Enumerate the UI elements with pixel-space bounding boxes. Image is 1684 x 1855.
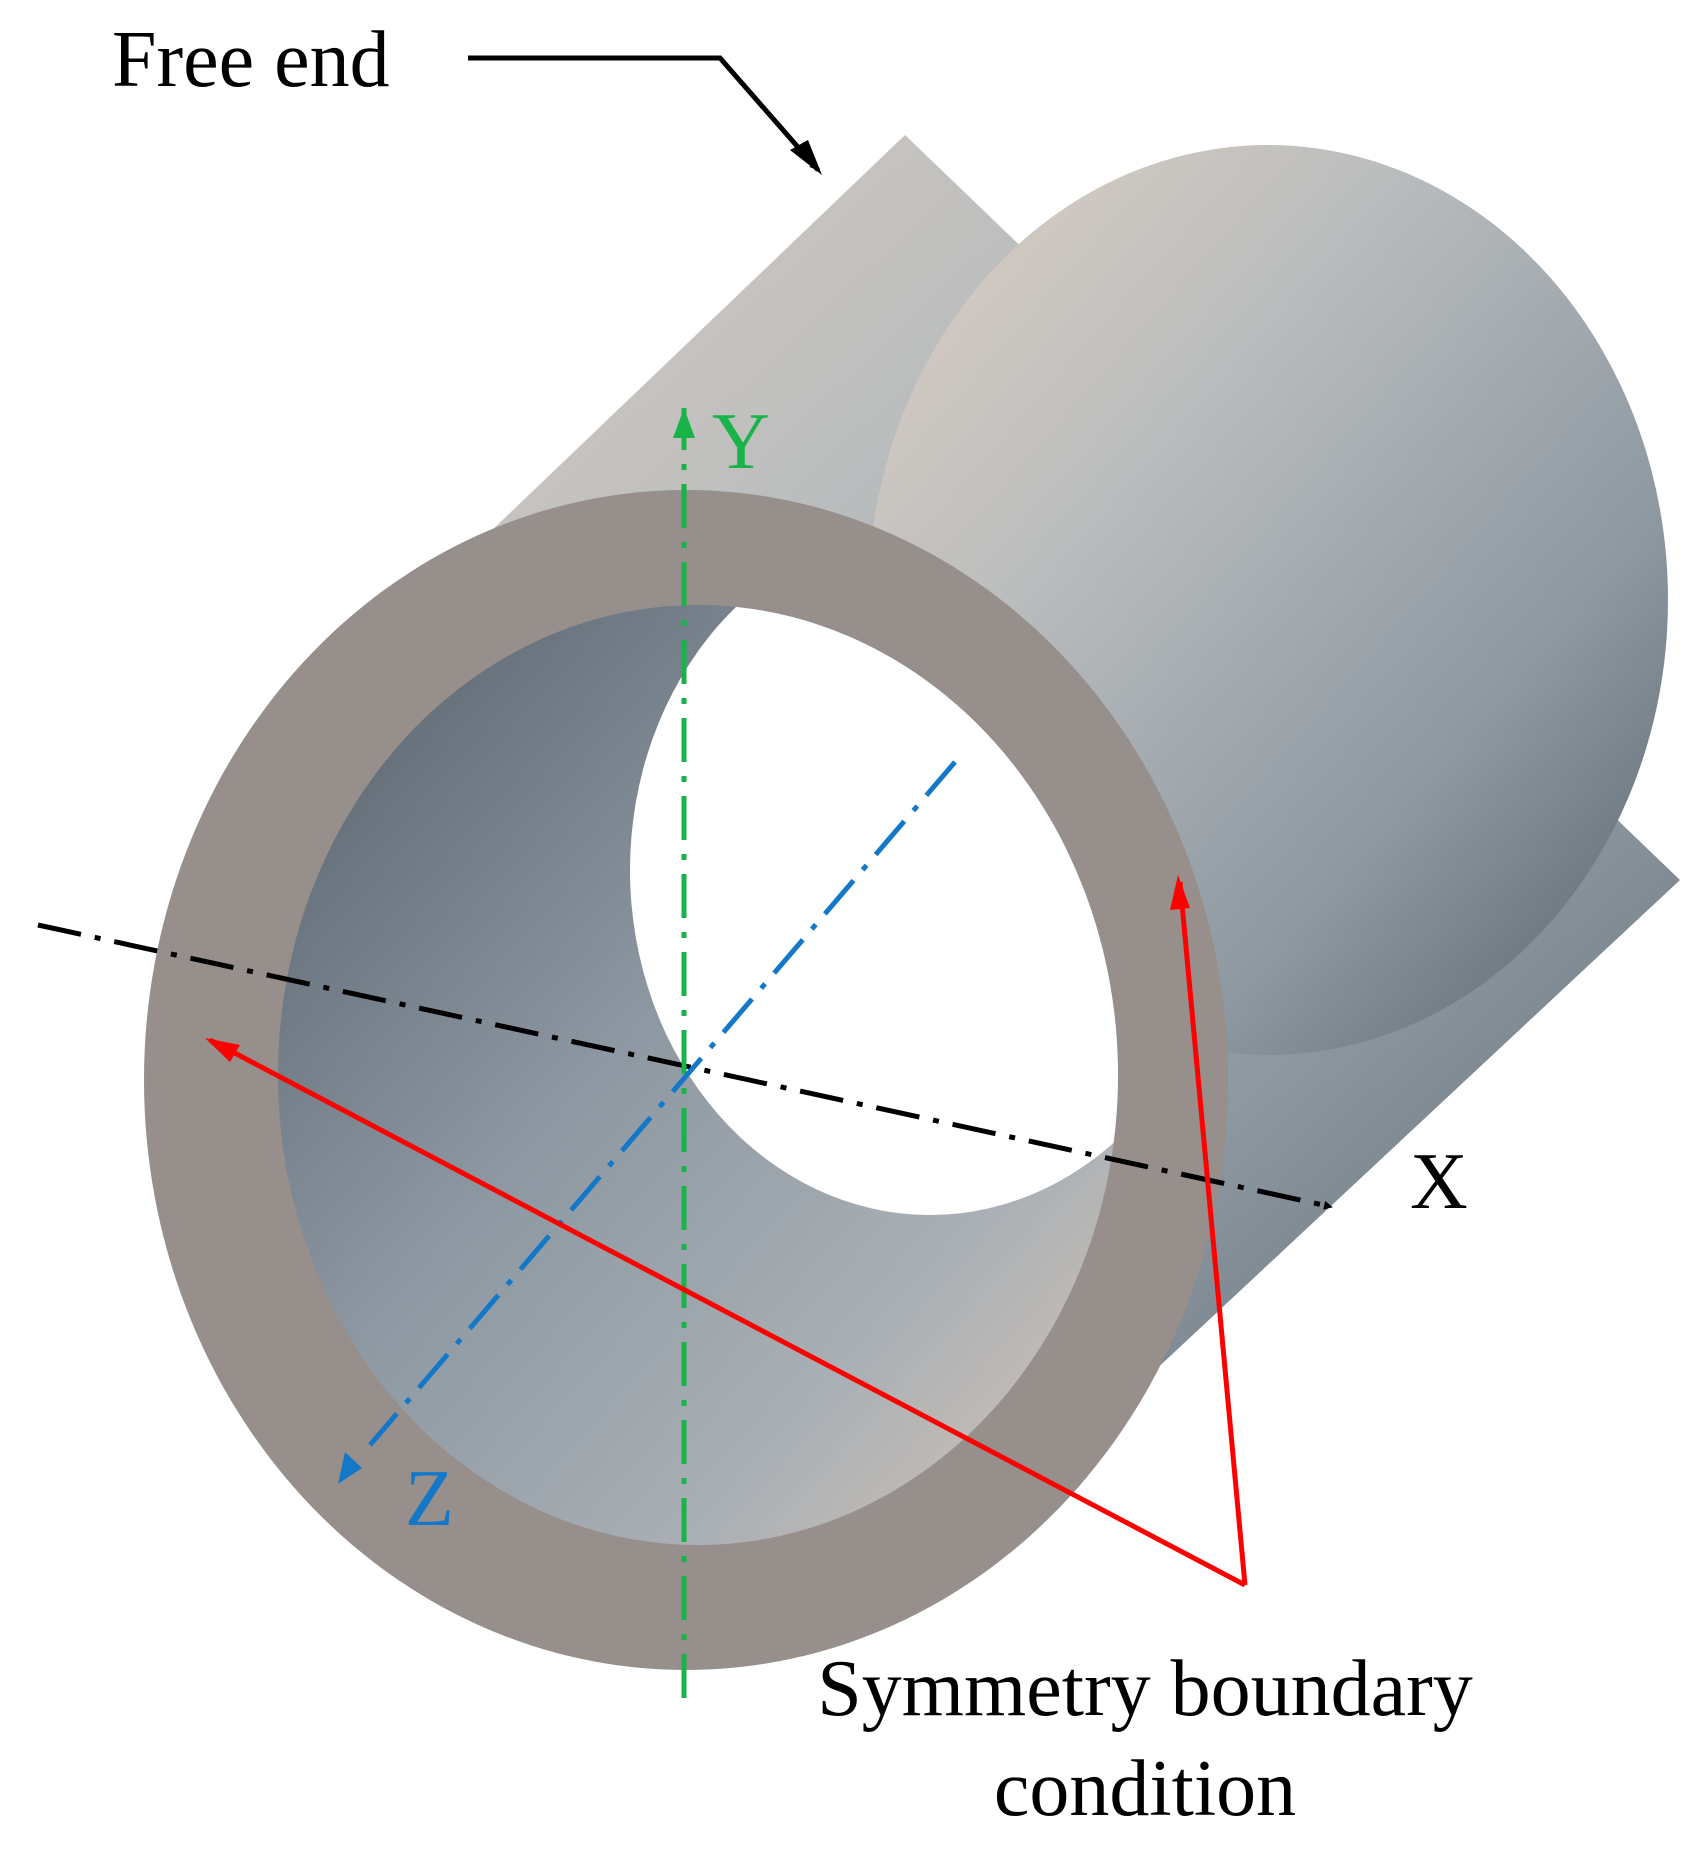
- axis-y-label: Y: [712, 398, 770, 486]
- axis-z-label: Z: [405, 1455, 454, 1543]
- z-axis: [338, 760, 957, 1484]
- free-end-label: Free end: [112, 16, 390, 104]
- axis-x-label: X: [1410, 1138, 1468, 1226]
- y-axis: [673, 408, 695, 1698]
- symmetry-label-line2: condition: [994, 1745, 1296, 1833]
- symmetry-arrows: [205, 875, 1248, 1588]
- symmetry-label-line1: Symmetry boundary: [817, 1645, 1472, 1733]
- free-end-pointer: [468, 55, 822, 175]
